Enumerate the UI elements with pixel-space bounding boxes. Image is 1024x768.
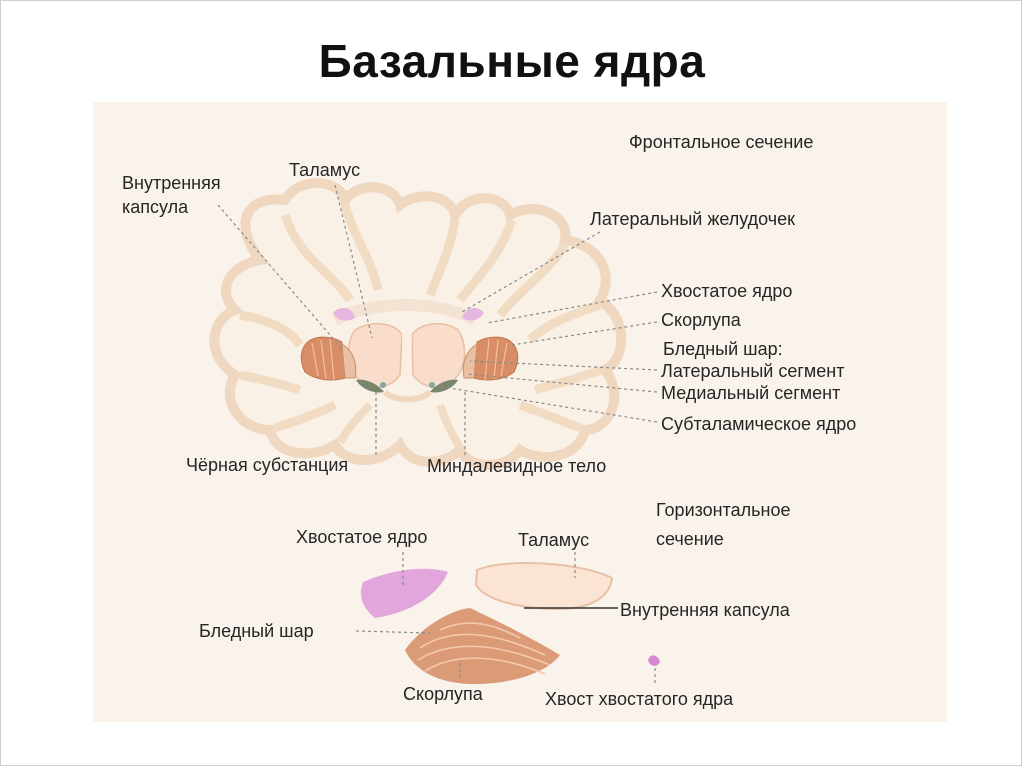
substantia-nigra-left: [356, 379, 384, 393]
label-lateral-ventricle: Латеральный желудочек: [590, 209, 796, 229]
label-globus-pallidus: Бледный шар:: [663, 339, 783, 359]
label-frontal-section: Фронтальное сечение: [629, 132, 814, 152]
substantia-nigra-right: [430, 379, 458, 393]
globus-pallidus-left: [341, 343, 357, 379]
label-thalamus: Таламус: [289, 160, 361, 180]
label-lateral-segment: Латеральный сегмент: [661, 361, 845, 381]
page-title: Базальные ядра: [318, 35, 706, 87]
label-subthalamic-nucleus: Субталамическое ядро: [661, 414, 857, 434]
label-horizontal-section-line1: Горизонтальное: [656, 500, 791, 520]
horizontal-leader-lines: [355, 552, 656, 683]
label-medial-segment: Медиальный сегмент: [661, 383, 841, 403]
label-thalamus-horizontal: Таламус: [518, 530, 590, 550]
label-putamen: Скорлупа: [661, 310, 741, 330]
caudate-tail-horizontal: [648, 655, 660, 666]
label-internal-capsule-line2: капсула: [122, 197, 189, 217]
thalamus-left: [347, 323, 403, 388]
label-caudate-nucleus-horizontal: Хвостатое ядро: [296, 527, 428, 547]
label-internal-capsule-horizontal: Внутренняя капсула: [620, 600, 790, 620]
coronal-brain-section: [209, 178, 627, 470]
label-horizontal-section-line2: сечение: [656, 529, 724, 549]
horizontal-section: [360, 562, 660, 685]
label-globus-pallidus-horizontal: Бледный шар: [199, 621, 314, 641]
lateral-ventricle-left: [333, 307, 355, 321]
label-caudate-tail: Хвост хвостатого ядра: [545, 689, 734, 709]
caudate-nucleus-horizontal: [360, 568, 448, 618]
frontal-leader-lines: [217, 184, 658, 455]
thalamus-horizontal: [474, 562, 614, 611]
label-putamen-horizontal: Скорлупа: [403, 684, 483, 704]
label-substantia-nigra: Чёрная субстанция: [186, 455, 349, 475]
thalamus-right: [411, 323, 466, 388]
label-internal-capsule-line1: Внутренняя: [122, 173, 221, 193]
label-amygdala: Миндалевидное тело: [427, 456, 607, 476]
cortex-outline: [209, 178, 627, 470]
label-caudate-nucleus: Хвостатое ядро: [661, 281, 793, 301]
lateral-ventricle-right: [462, 307, 484, 321]
